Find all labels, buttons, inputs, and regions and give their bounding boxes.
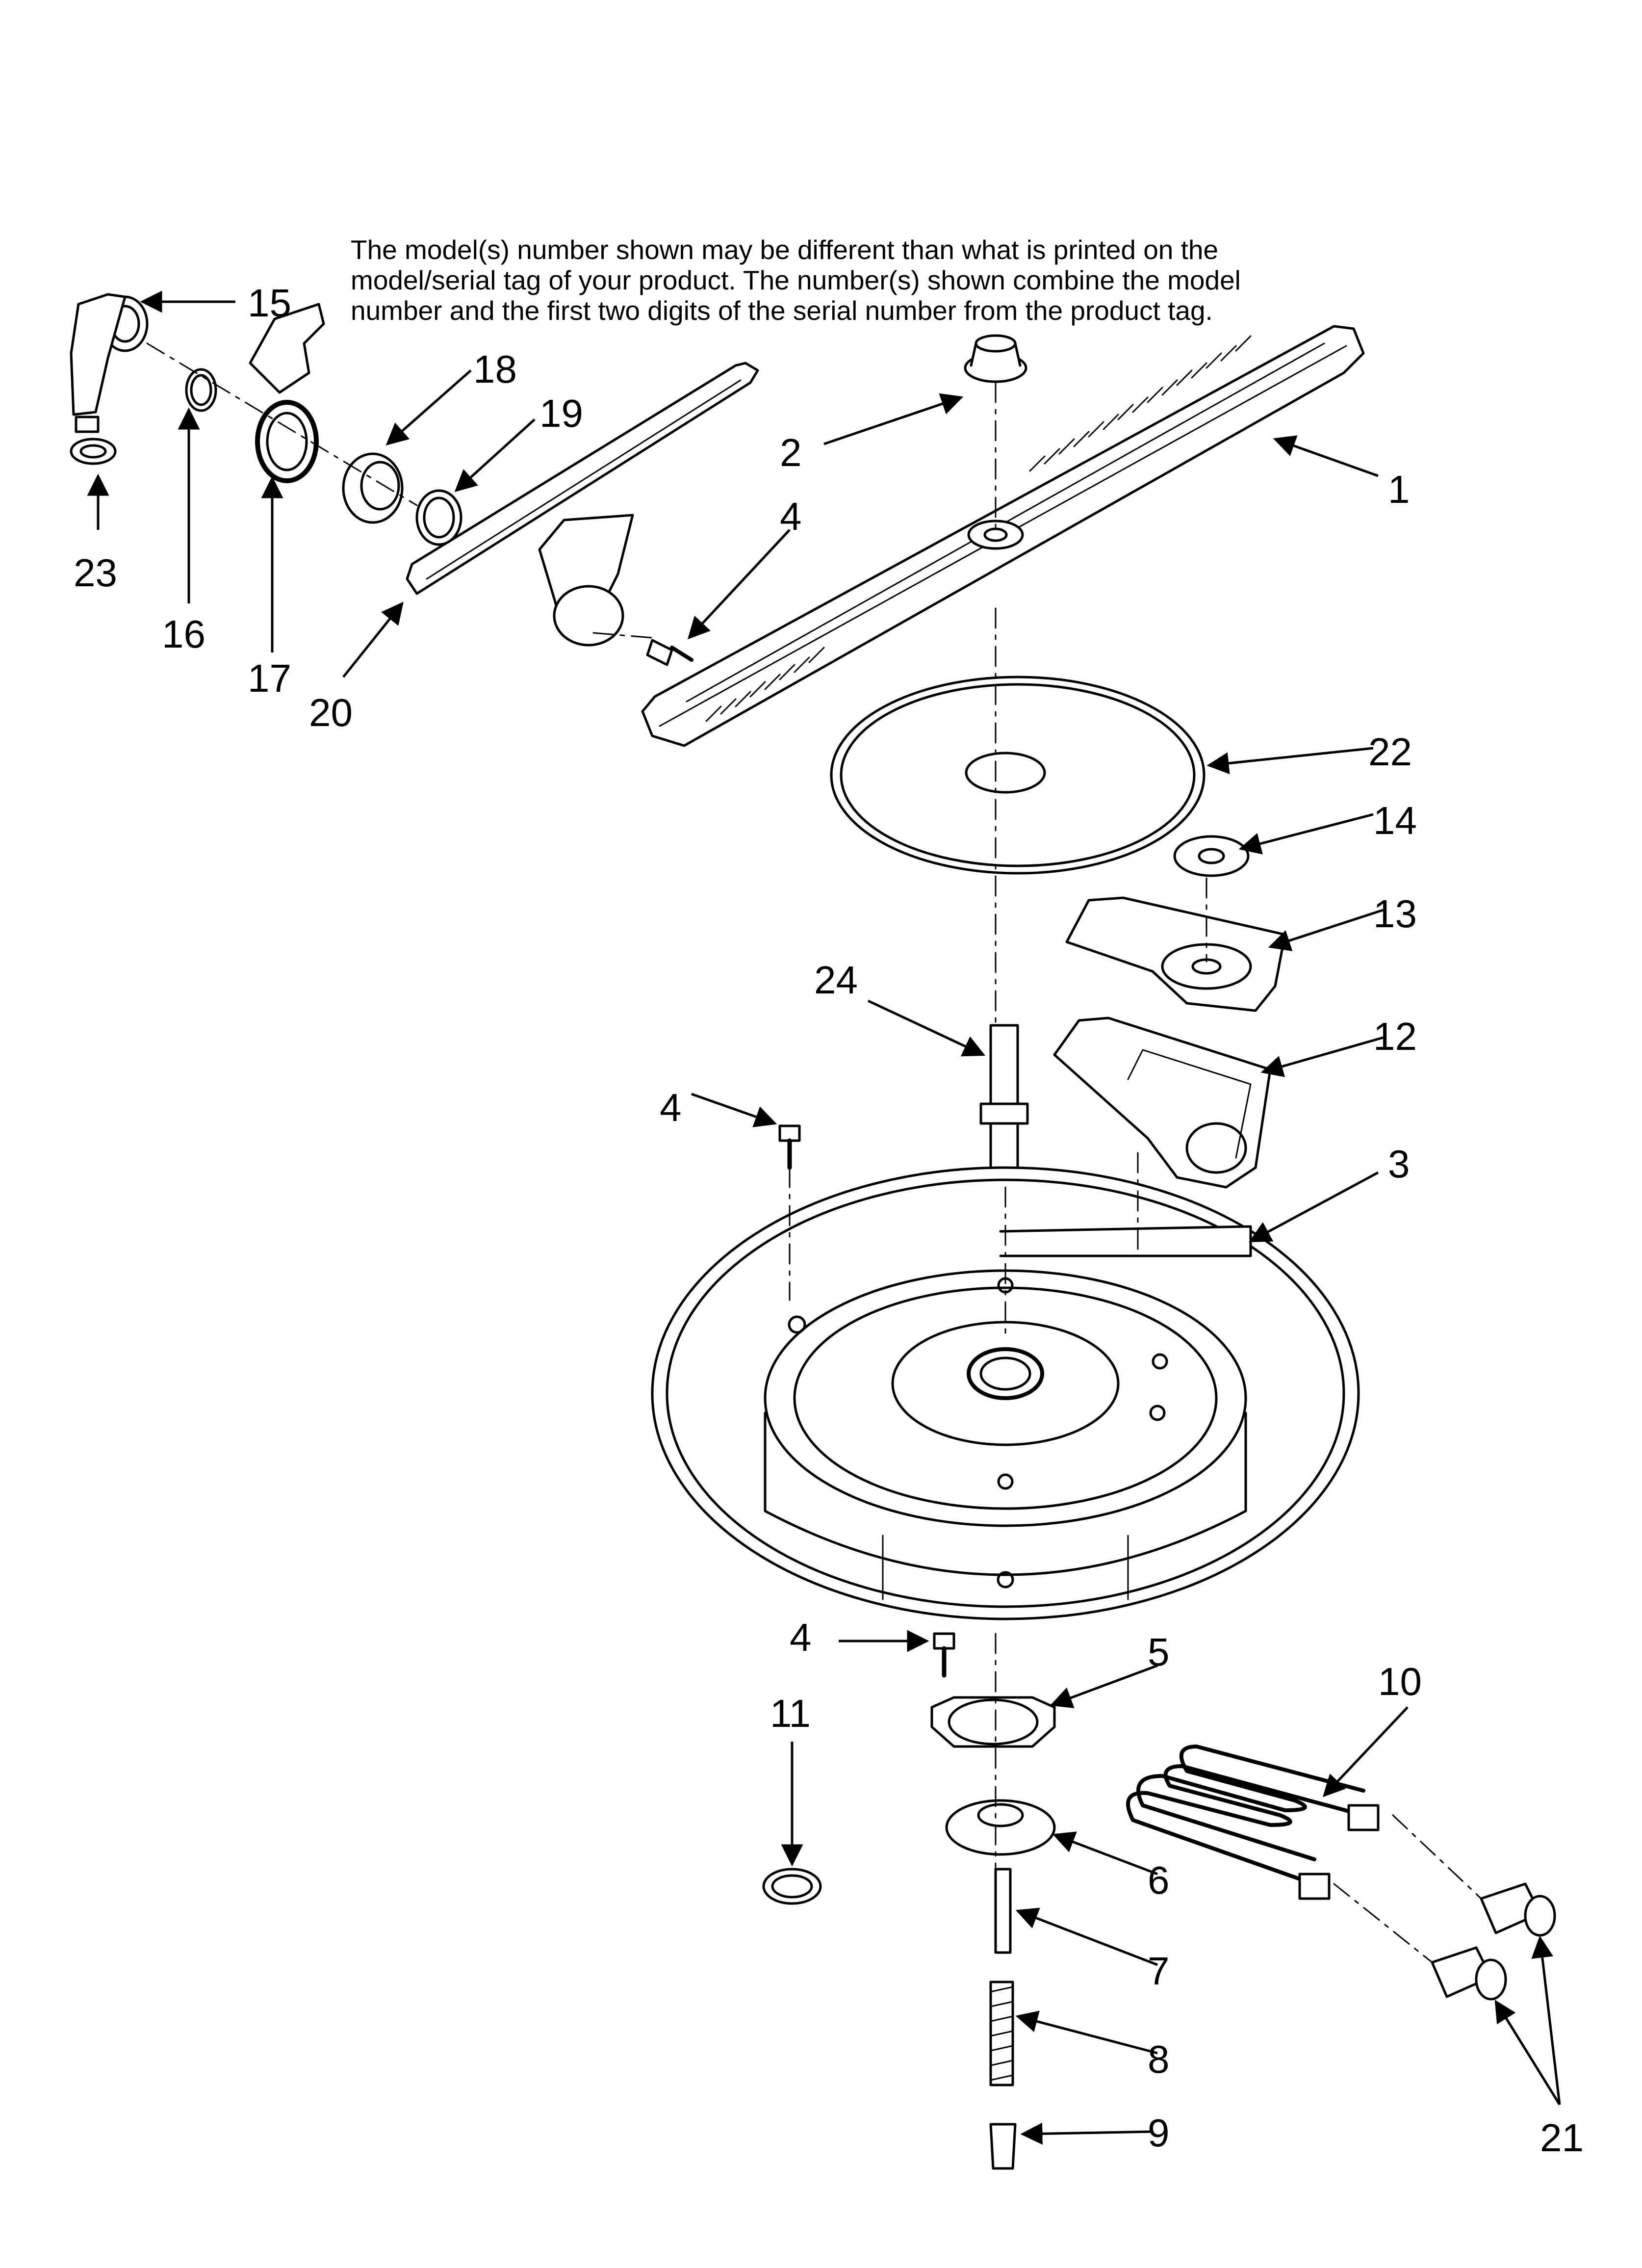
callout-21: 21 [1540, 2116, 1584, 2160]
callout-17: 17 [248, 656, 291, 700]
note-line: The model(s) number shown may be differe… [351, 235, 1219, 265]
callout-7: 7 [1148, 1949, 1170, 1993]
model-number-note: The model(s) number shown may be differe… [351, 235, 1454, 326]
filter-cover [1065, 896, 1286, 1012]
callout-8: 8 [1148, 2037, 1170, 2081]
spray-arm-nut [964, 334, 1027, 383]
leader-4a [687, 529, 791, 640]
screw [778, 1124, 801, 1170]
screw [933, 1632, 955, 1678]
middle-spray-arm [406, 362, 759, 647]
callout-12: 12 [1373, 1015, 1417, 1058]
leader-3 [1249, 1171, 1379, 1243]
callout-18: 18 [473, 347, 517, 391]
callout-labels: 1 2 3 4 4 4 5 6 7 8 9 10 11 12 13 14 15 … [74, 281, 1584, 2160]
callout-6: 6 [1148, 1858, 1170, 1902]
filter-plate [830, 676, 1206, 875]
plunger [994, 1868, 1012, 1954]
callout-15: 15 [248, 281, 291, 325]
heating-element [1126, 1745, 1380, 1900]
spring [989, 1981, 1014, 2086]
callout-14: 14 [1373, 799, 1417, 842]
leader-9 [1020, 2122, 1153, 2145]
callout-3: 3 [1388, 1142, 1410, 1186]
leader-20 [342, 601, 404, 678]
callout-19: 19 [539, 391, 583, 435]
leader-10 [1322, 1706, 1409, 1798]
filter-housing [1053, 1017, 1272, 1189]
callout-23: 23 [74, 551, 117, 595]
callout-16: 16 [162, 612, 205, 656]
wire-nut [1431, 1946, 1507, 2001]
callout-13: 13 [1373, 892, 1417, 936]
leader-21a [1531, 1935, 1561, 2105]
leader-22 [1206, 747, 1374, 775]
lower-spray-arm [641, 325, 1365, 747]
leader-12 [1260, 1036, 1384, 1077]
inlet-seal-bracket [249, 303, 325, 483]
leader-13 [1268, 909, 1384, 951]
shaft [979, 1024, 1029, 1189]
leader-5 [1050, 1664, 1158, 1708]
leader-19 [454, 418, 536, 493]
wire-nut [1480, 1882, 1556, 1937]
callout-4: 4 [780, 495, 802, 538]
leader-6 [1052, 1831, 1158, 1876]
inlet-fitting [342, 452, 404, 524]
callout-24: 24 [814, 958, 858, 1002]
callout-22: 22 [1368, 730, 1412, 774]
sump-base [651, 1166, 1360, 1620]
callout-2: 2 [780, 431, 802, 474]
leader-7 [1015, 1907, 1158, 1966]
leader-24 [867, 999, 986, 1057]
retainer [989, 2123, 1017, 2170]
callout-1: 1 [1388, 468, 1410, 511]
leader-4b [691, 1093, 777, 1127]
leader-21b [1494, 2000, 1561, 2106]
leader-18 [385, 369, 472, 445]
leader-1 [1273, 435, 1379, 477]
callout-11: 11 [770, 1692, 811, 1735]
leader-8 [1015, 2010, 1158, 2055]
inlet-elbow [70, 293, 149, 465]
screw [646, 639, 693, 666]
leader-2 [823, 393, 964, 445]
callout-9: 9 [1148, 2111, 1170, 2155]
note-line: number and the first two digits of the s… [351, 295, 1213, 326]
diaphragm [945, 1799, 1056, 1856]
note-line: model/serial tag of your product. The nu… [351, 265, 1241, 295]
callout-4: 4 [660, 1086, 682, 1129]
callout-4: 4 [790, 1616, 812, 1659]
callout-10: 10 [1378, 1660, 1422, 1703]
pump-housing-seal [930, 1696, 1056, 1748]
filter-cap [1173, 835, 1250, 877]
callout-5: 5 [1148, 1630, 1170, 1674]
callout-20: 20 [309, 691, 353, 734]
leader-14 [1238, 813, 1374, 855]
